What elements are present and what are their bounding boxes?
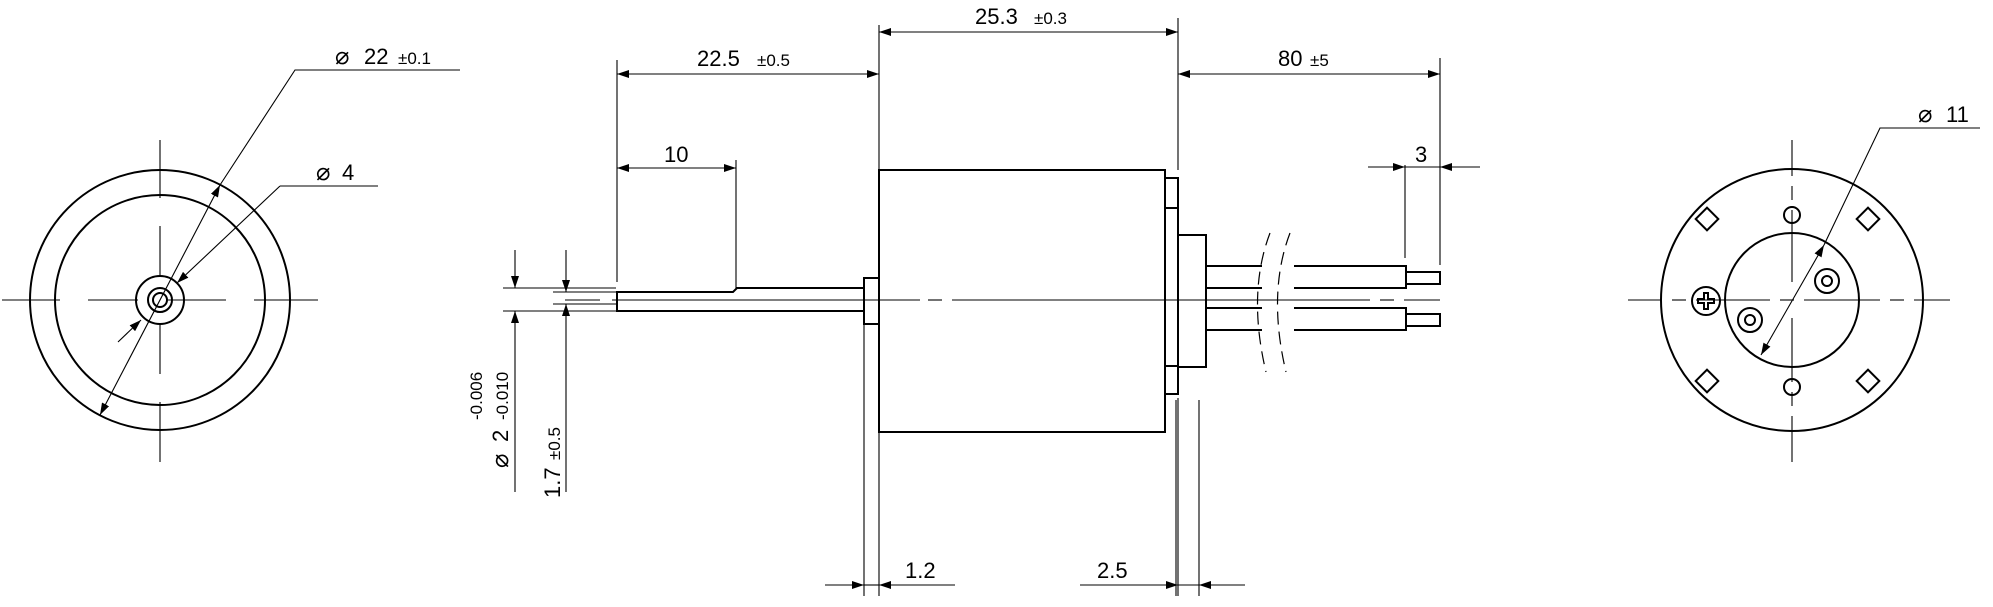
wire-break-right (1276, 232, 1291, 373)
lead-wire-bottom-tip (1405, 313, 1441, 327)
wire-break-left (1256, 232, 1271, 373)
lead-strip-value: 3 (1415, 142, 1427, 167)
shaft-dia-value: 2 (488, 430, 513, 442)
front-outer-dia-value: 22 (364, 44, 388, 69)
terminal-negative (1737, 307, 1763, 333)
terminal-positive (1814, 268, 1840, 294)
body-length-tolerance: ±0.3 (1034, 9, 1067, 28)
collar-value: 1.2 (905, 558, 936, 583)
front-center-dia-value: 4 (342, 160, 354, 185)
rear-hub-circle (1724, 232, 1860, 368)
shaft-dia-symbol: ⌀ (486, 454, 514, 468)
lead-length-tolerance: ±5 (1310, 51, 1329, 70)
tab-bottom-left (1694, 368, 1720, 394)
front-view (2, 69, 460, 462)
shaft-length-tolerance: ±0.5 (757, 51, 790, 70)
rear-flange-value: 2.5 (1097, 558, 1128, 583)
flat-depth-tolerance: ±0.5 (545, 427, 564, 460)
lead-length-value: 80 (1278, 46, 1302, 71)
lead-wire-top (1205, 265, 1407, 289)
shaft-collar (863, 277, 880, 325)
shaft-length-value: 22.5 (697, 46, 740, 71)
mounting-hole-top (1783, 206, 1801, 224)
lead-wire-bottom (1205, 307, 1407, 331)
front-outer-circle (29, 169, 291, 431)
front-outer-dia-symbol: ⌀ (335, 42, 349, 70)
tab-top-right (1855, 206, 1881, 232)
front-outer-dia-tolerance: ±0.1 (398, 49, 431, 68)
motor-body (878, 169, 1166, 433)
rear-dia-value: 11 (1946, 102, 1969, 127)
front-center-dia-symbol: ⌀ (316, 158, 330, 186)
rear-cap (1164, 177, 1179, 395)
body-length-value: 25.3 (975, 4, 1018, 29)
shaft-dia-tolerance-lower: -0.010 (493, 372, 512, 420)
tab-top-left (1694, 206, 1720, 232)
lead-wire-top-tip (1405, 271, 1441, 285)
side-view (503, 18, 1480, 596)
mounting-hole-bottom (1783, 378, 1801, 396)
flat-depth-value: 1.7 (540, 467, 565, 498)
rear-outer-circle (1660, 168, 1924, 432)
shaft-dia-tolerance-upper: -0.006 (467, 372, 486, 420)
rear-dia-symbol: ⌀ (1918, 100, 1932, 128)
rear-flange (1177, 234, 1207, 368)
rear-view (1628, 127, 1980, 462)
polarity-plus-icon (1691, 286, 1721, 316)
tab-bottom-right (1855, 368, 1881, 394)
flat-length-value: 10 (664, 142, 688, 167)
